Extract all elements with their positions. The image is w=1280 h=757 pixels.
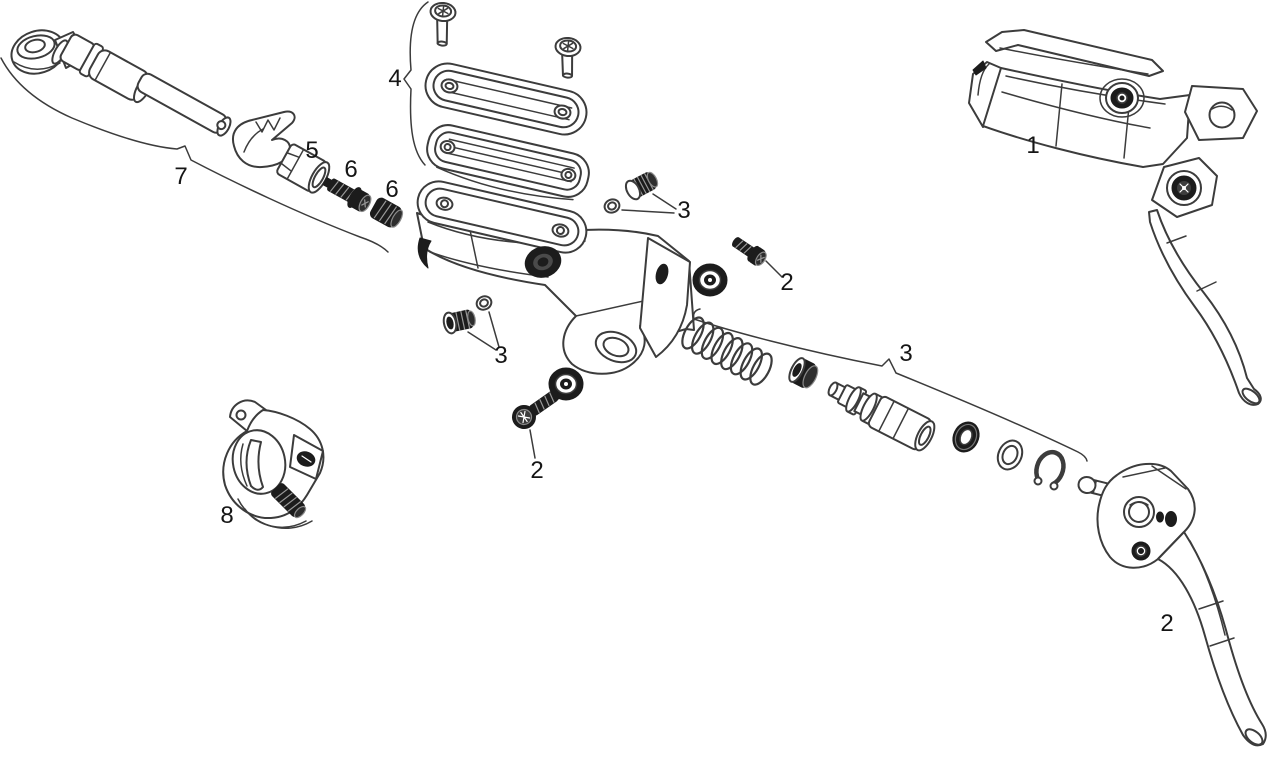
handlebar-clamp-drawing bbox=[222, 399, 325, 529]
master-cylinder-body-drawing bbox=[416, 180, 695, 375]
callout-olive-fitting: 6 bbox=[385, 176, 399, 203]
piston-cup-seal-drawing bbox=[788, 357, 819, 389]
callout-handlebar-clamp: 8 bbox=[220, 502, 234, 529]
cover-kit-brace bbox=[403, 1, 429, 166]
pivot-bearing-upper bbox=[692, 263, 728, 297]
callout-compression-screw: 6 bbox=[344, 156, 358, 183]
callout-lever-assembly: 1 bbox=[1026, 132, 1040, 159]
compression-nut-drawing bbox=[276, 143, 331, 194]
callout-pivot-bolt-upper: 2 bbox=[780, 269, 794, 296]
leader-line bbox=[652, 193, 677, 210]
piston-drawing bbox=[827, 381, 936, 452]
callout-reservoir-cover: 4 bbox=[388, 65, 402, 92]
callout-bleed-screw-side: 3 bbox=[494, 342, 508, 369]
leader-line bbox=[488, 311, 500, 348]
cover-screw-b bbox=[554, 36, 582, 79]
callout-pivot-bolt-lower: 2 bbox=[530, 457, 544, 484]
leader-line bbox=[621, 209, 675, 214]
callout-bleed-screw-top: 3 bbox=[677, 197, 691, 224]
washer-drawing bbox=[996, 439, 1024, 471]
reservoir-cover-drawing bbox=[424, 62, 588, 136]
lever-assembly-drawing bbox=[968, 29, 1262, 406]
compression-screw-drawing bbox=[322, 177, 372, 213]
pivot-bearing-lower bbox=[548, 367, 584, 401]
pivot-bolt-upper-drawing bbox=[732, 237, 783, 278]
hose-brace bbox=[0, 57, 389, 253]
piston-seal-drawing bbox=[952, 421, 980, 453]
pivot-bolt-lower-drawing bbox=[512, 390, 560, 459]
callout-hose-assembly: 7 bbox=[174, 163, 188, 190]
leader-line bbox=[467, 331, 497, 351]
hose-assembly-drawing bbox=[10, 29, 296, 169]
callout-piston-kit: 3 bbox=[899, 340, 913, 367]
olive-fitting-drawing bbox=[369, 197, 404, 228]
return-spring-drawing bbox=[681, 316, 773, 386]
lever-blade-drawing bbox=[1077, 463, 1267, 747]
circlip-drawing bbox=[1033, 449, 1066, 491]
leader-line bbox=[529, 429, 536, 459]
cover-screw-a bbox=[429, 1, 457, 47]
bleed-screw-side-drawing bbox=[442, 295, 500, 351]
callout-compression-nut: 5 bbox=[305, 137, 319, 164]
callout-lever-blade: 2 bbox=[1160, 610, 1174, 637]
leader-line bbox=[765, 260, 783, 278]
bleed-screw-top-drawing bbox=[603, 171, 677, 214]
reservoir-diaphragm-drawing bbox=[426, 124, 590, 201]
